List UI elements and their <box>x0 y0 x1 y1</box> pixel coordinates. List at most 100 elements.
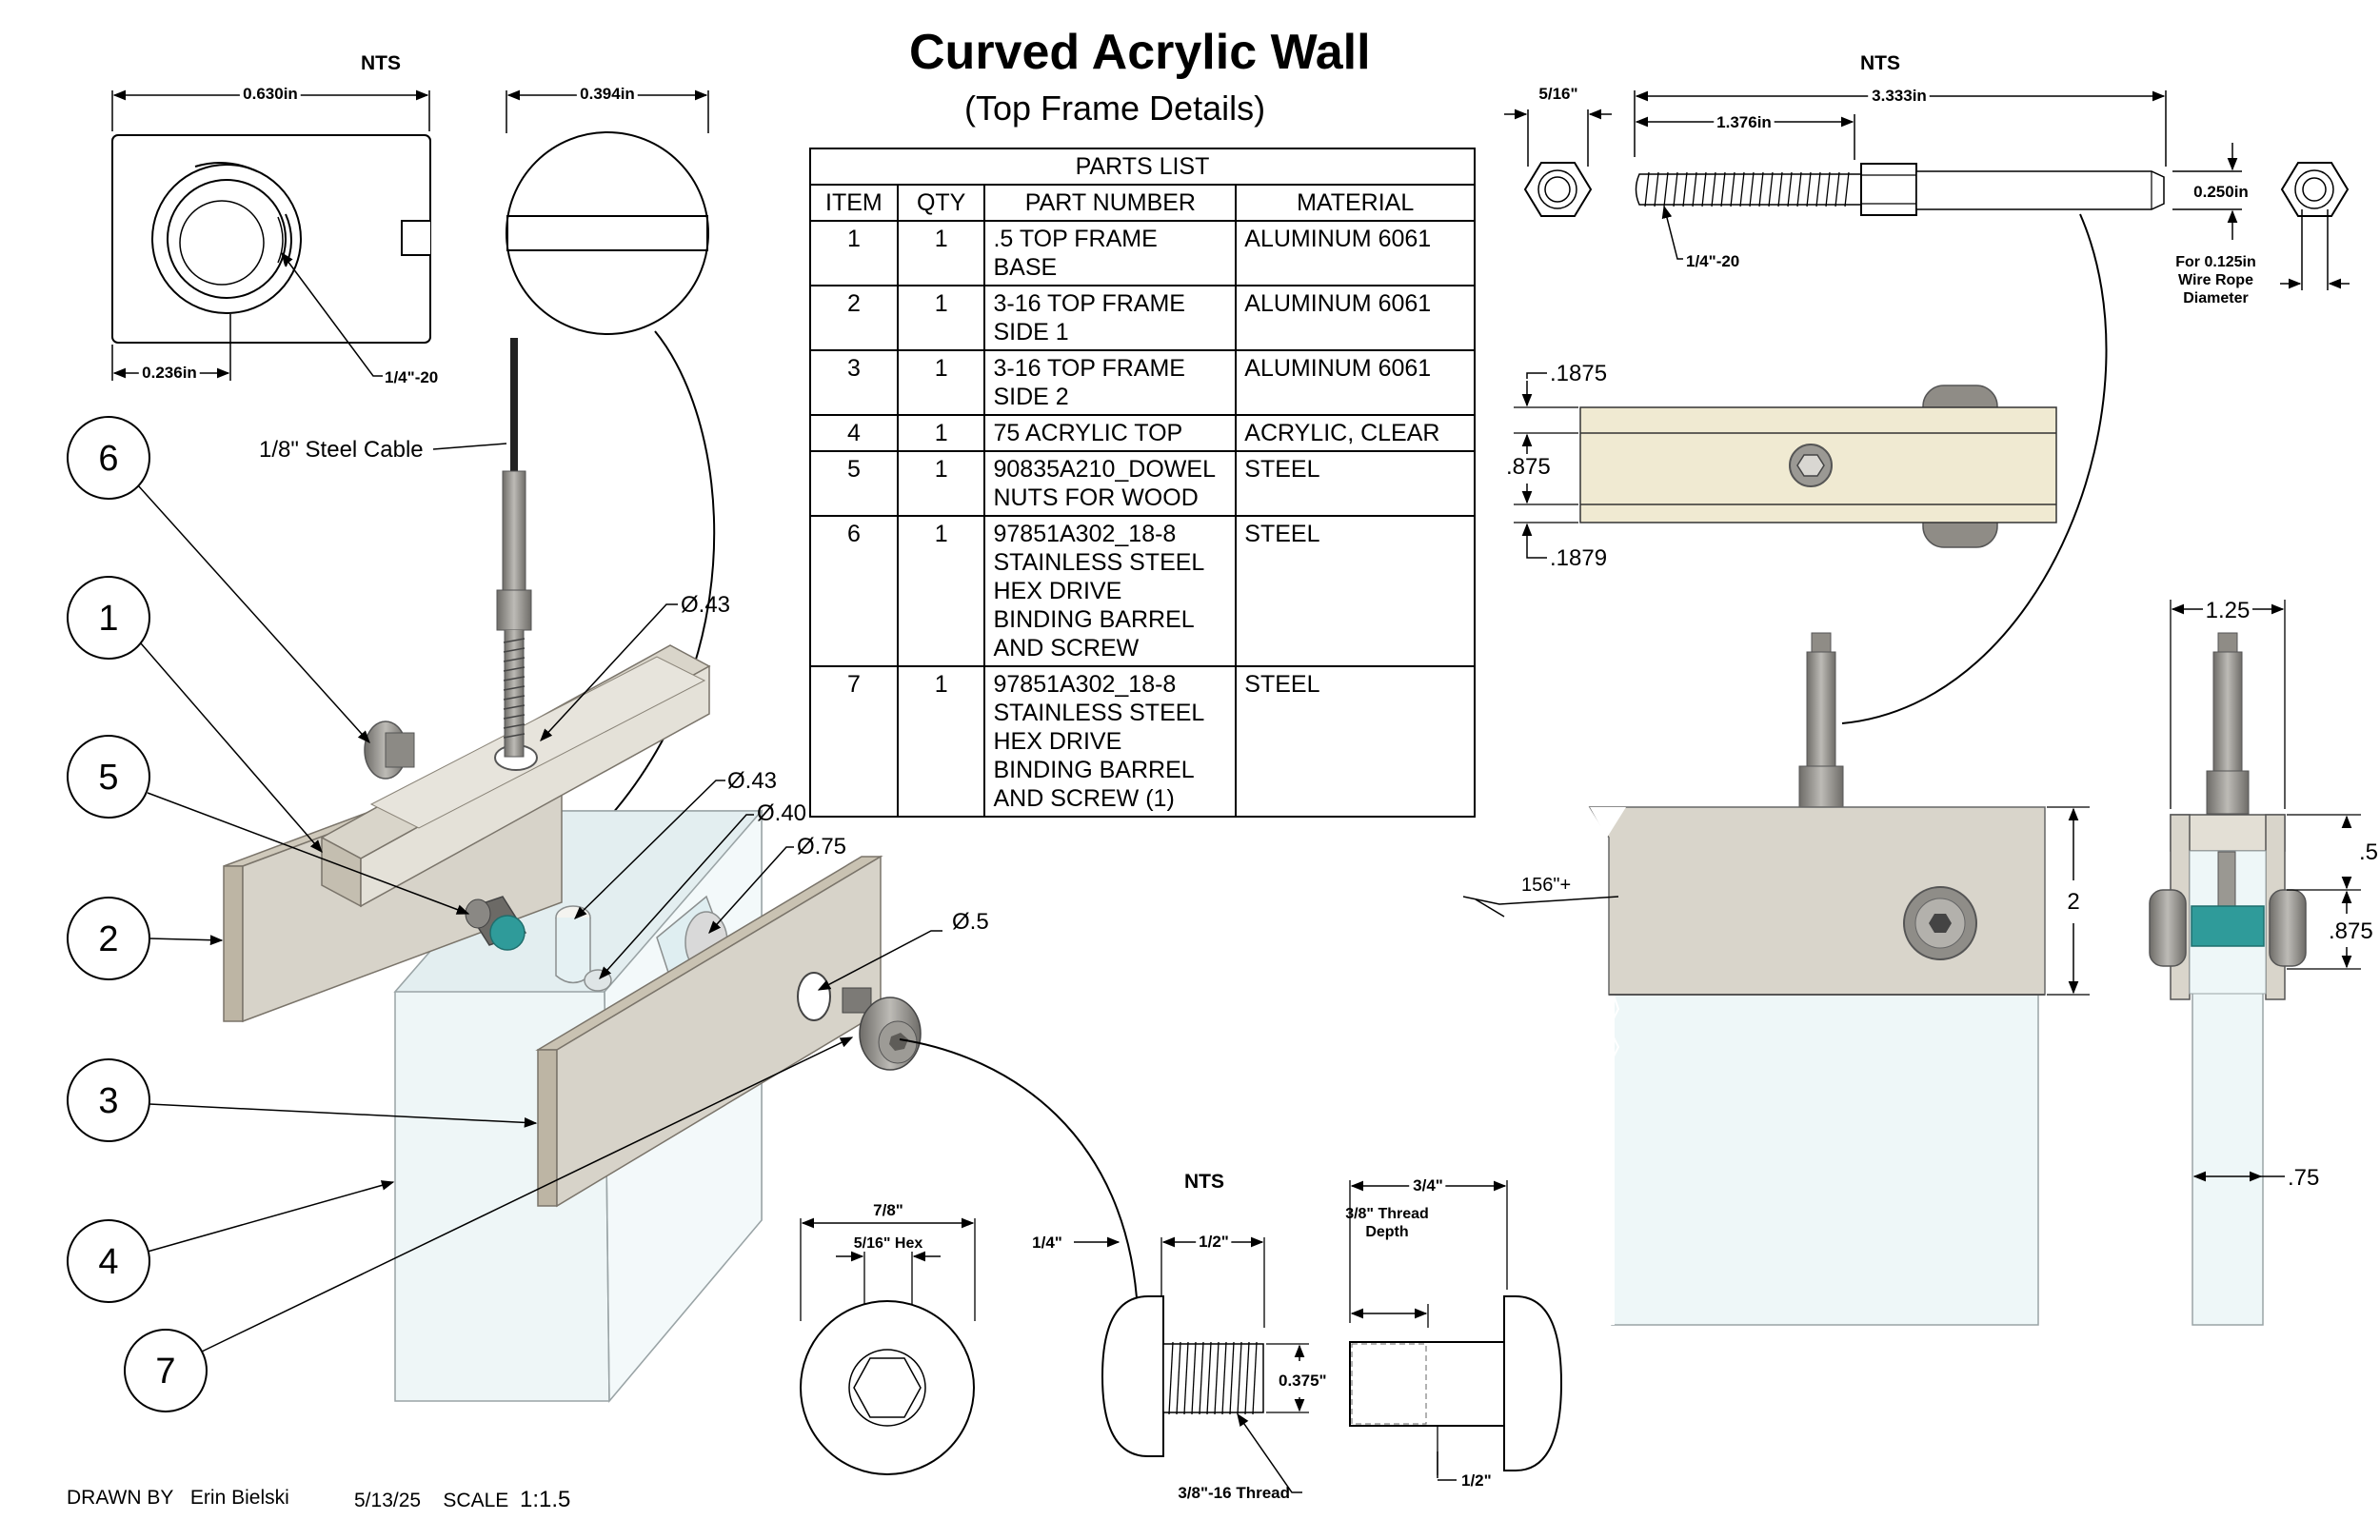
screw-head-end-view <box>800 1300 975 1475</box>
cell-item: 2 <box>809 285 899 351</box>
screw-thread-length-dim: 1/2" <box>1199 1233 1229 1251</box>
cable-fitting-thread-length-dim: 1.376in <box>1716 113 1772 131</box>
screw-head-dia-dim: 7/8" <box>873 1201 903 1219</box>
balloon-3: 3 <box>67 1058 538 1142</box>
cable-fitting-nts: NTS <box>1860 52 1900 74</box>
parts-list-title: PARTS LIST <box>809 148 1476 186</box>
screw-thread-dia-dim: 0.375" <box>1279 1372 1327 1390</box>
cell-material: ALUMINUM 6061 <box>1235 349 1476 416</box>
svg-text:2: 2 <box>98 919 118 959</box>
cell-material: ALUMINUM 6061 <box>1235 285 1476 351</box>
barrel-thread-depth-dim: 3/8" Thread Depth <box>1345 1206 1429 1240</box>
cell-part: 3-16 TOP FRAME SIDE 2 <box>983 349 1238 416</box>
scale-label: SCALE <box>443 1490 509 1511</box>
top-view-mid-dim: .875 <box>1506 454 1551 480</box>
footer-date-scale: 5/13/25 SCALE 1:1.5 <box>354 1487 570 1513</box>
cable-fitting-shank-dim: 0.250in <box>2193 183 2249 201</box>
dowel-nut-nts: NTS <box>361 52 401 74</box>
screw-detail-nts: NTS <box>1184 1171 1224 1193</box>
binding-screw-head <box>842 987 922 1071</box>
isometric-assembly: 1/8" Steel Cable Ø.43 Ø.43 Ø.40 Ø.75 Ø.5… <box>67 338 1139 1412</box>
cell-item: 5 <box>809 450 899 517</box>
cell-part: 75 ACRYLIC TOP <box>983 414 1238 452</box>
balloon-4: 4 <box>67 1180 395 1303</box>
end-view-width-dim: 1.25 <box>2206 598 2251 623</box>
svg-text:1: 1 <box>98 599 118 639</box>
hole-dia-75-label-text: Ø.75 <box>797 834 846 859</box>
steel-cable-label: 1/8" Steel Cable <box>259 437 424 463</box>
svg-text:6: 6 <box>98 439 118 479</box>
screw-head-height-dim: 1/4" <box>1032 1234 1062 1252</box>
binding-barrel-head <box>364 721 415 780</box>
cell-item: 3 <box>809 349 899 416</box>
cable-fitting-overall-dim: 3.333in <box>1872 87 1927 105</box>
col-item: ITEM <box>809 184 899 222</box>
dowel-nut-side-view <box>111 134 431 344</box>
cell-item: 1 <box>809 220 899 286</box>
cell-qty: 1 <box>896 414 986 452</box>
cell-qty: 1 <box>896 665 986 818</box>
cell-material: ACRYLIC, CLEAR <box>1235 414 1476 452</box>
cable-fitting-hex-dim: 5/16" <box>1538 85 1577 103</box>
balloon-5: 5 <box>67 735 470 915</box>
screw-thread-label: 3/8"-16 Thread <box>1178 1484 1290 1502</box>
table-row: 3 1 3-16 TOP FRAME SIDE 2 ALUMINUM 6061 <box>809 349 1476 416</box>
dowel-nut-detail: NTS 0.630in 0.236in 1/4"-20 0.394in <box>111 52 716 903</box>
cell-part: .5 TOP FRAME BASE <box>983 220 1238 286</box>
cell-qty: 1 <box>896 220 986 286</box>
dowel-nut-end-view <box>506 131 709 335</box>
balloon-7: 7 <box>124 1037 854 1412</box>
dowel-nut-width-dim: 0.630in <box>243 85 298 103</box>
cell-material: STEEL <box>1235 450 1476 517</box>
cable-fitting-iso <box>496 338 532 758</box>
wire-rope-note-text: For 0.125in Wire Rope Diameter <box>2175 254 2256 306</box>
table-row: 2 1 3-16 TOP FRAME SIDE 1 ALUMINUM 6061 <box>809 285 1476 351</box>
dowel-nut-diameter-dim: 0.394in <box>580 85 635 103</box>
table-row: 5 1 90835A210_DOWEL NUTS FOR WOOD STEEL <box>809 450 1476 517</box>
table-row: 7 1 97851A302_18-8 STAINLESS STEEL HEX D… <box>809 665 1476 818</box>
end-view-top-dim: .5 <box>2359 839 2378 865</box>
footer-drawn-by: DRAWN BY Erin Bielski <box>67 1487 289 1510</box>
svg-text:5: 5 <box>98 758 118 798</box>
col-qty: QTY <box>896 184 986 222</box>
radius-label: 156"+ <box>1521 875 1571 896</box>
end-view-acrylic-dim: .75 <box>2288 1165 2319 1191</box>
hole-dia-43-label: Ø.43 <box>727 768 777 794</box>
balloon-6: 6 <box>67 416 370 744</box>
balloon-1: 1 <box>67 576 323 854</box>
drawn-by-name: Erin Bielski <box>189 1487 289 1509</box>
col-part-number: PART NUMBER <box>983 184 1238 222</box>
cell-part: 90835A210_DOWEL NUTS FOR WOOD <box>983 450 1238 517</box>
cell-part: 3-16 TOP FRAME SIDE 1 <box>983 285 1238 351</box>
cell-item: 4 <box>809 414 899 452</box>
cell-part: 97851A302_18-8 STAINLESS STEEL HEX DRIVE… <box>983 515 1238 667</box>
top-view: .1875 .875 .1879 <box>1506 361 2057 571</box>
drawing-date: 5/13/25 <box>354 1490 422 1511</box>
cell-item: 7 <box>809 665 899 818</box>
side-view: 156"+ 2 <box>1462 632 2090 1326</box>
cable-fitting-detail: NTS 5/16" 3.333in 1.376in <box>1504 52 2350 724</box>
barrel-shank-dim: 1/2" <box>1461 1471 1492 1490</box>
cell-qty: 1 <box>896 349 986 416</box>
top-frame-side-2 <box>535 855 883 1208</box>
page-title: Curved Acrylic Wall <box>909 25 1371 80</box>
barrel-length-dim: 3/4" <box>1413 1176 1443 1194</box>
end-view: 1.25 .5 .875 .75 <box>2149 598 2378 1326</box>
page-subtitle: (Top Frame Details) <box>964 89 1266 128</box>
hole-dia-40-label: Ø.40 <box>757 800 806 826</box>
cell-qty: 1 <box>896 285 986 351</box>
cell-material: ALUMINUM 6061 <box>1235 220 1476 286</box>
hole-dia-43-top-label: Ø.43 <box>681 592 730 618</box>
dowel-nut-thread-label: 1/4"-20 <box>385 368 438 386</box>
cell-qty: 1 <box>896 450 986 517</box>
balloon-2: 2 <box>67 897 224 980</box>
svg-text:3: 3 <box>98 1081 118 1121</box>
svg-text:7: 7 <box>155 1352 175 1392</box>
end-view-mid-dim: .875 <box>2329 918 2373 944</box>
cell-material: STEEL <box>1235 515 1476 667</box>
table-row: 6 1 97851A302_18-8 STAINLESS STEEL HEX D… <box>809 515 1476 667</box>
table-row: 1 1 .5 TOP FRAME BASE ALUMINUM 6061 <box>809 220 1476 286</box>
table-row: 4 1 75 ACRYLIC TOP ACRYLIC, CLEAR <box>809 414 1476 452</box>
dowel-nut-offset-dim: 0.236in <box>142 364 197 382</box>
